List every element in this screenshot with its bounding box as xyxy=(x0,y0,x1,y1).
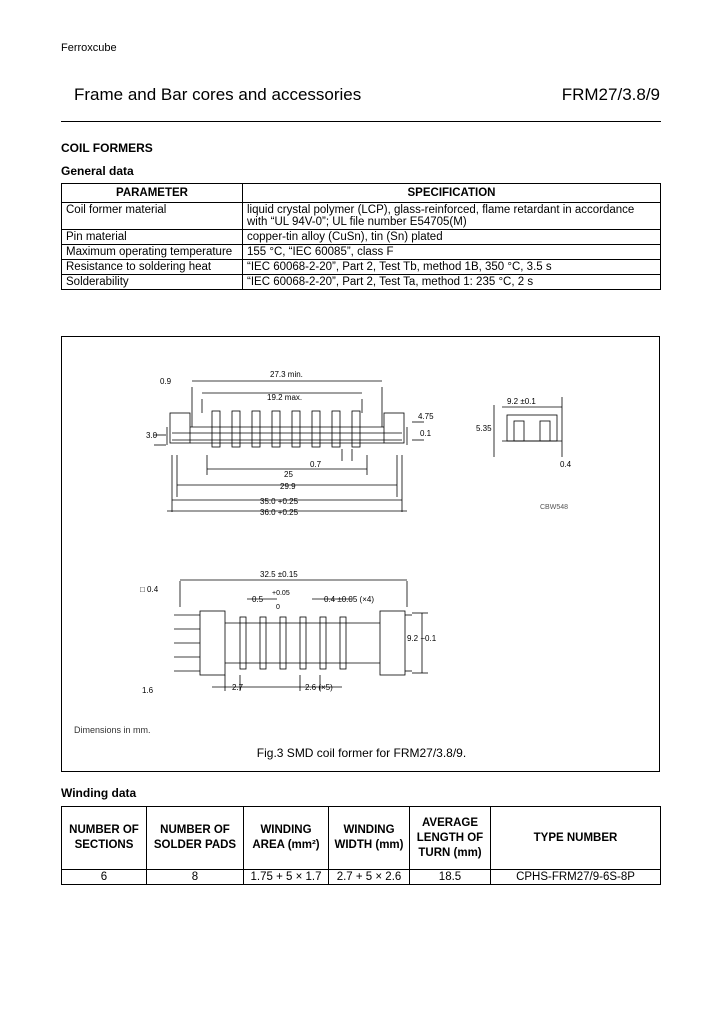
section-title: COIL FORMERS xyxy=(61,141,153,155)
dim-label: 0.7 xyxy=(310,460,322,469)
general-data-title: General data xyxy=(61,164,134,178)
dim-label: 2.7 xyxy=(232,683,244,692)
top-view-drawing xyxy=(154,380,424,512)
column-header: WINDING WIDTH (mm) xyxy=(328,806,410,870)
dim-label: 25 xyxy=(284,470,293,479)
dim-label: 1.6 xyxy=(142,686,154,695)
param-cell: Maximum operating temperature xyxy=(61,244,243,260)
spec-cell: 155 °C, “IEC 60085”, class F xyxy=(242,244,661,260)
table-row: Solderability “IEC 60068-2-20”, Part 2, … xyxy=(61,274,661,290)
table-row: Resistance to soldering heat “IEC 60068-… xyxy=(61,259,661,275)
dim-label: 27.3 min. xyxy=(270,370,303,379)
dim-label: 36.0 +0.25 xyxy=(260,508,299,517)
dim-label: 35.0 +0.25 xyxy=(260,497,299,506)
param-cell: Resistance to soldering heat xyxy=(61,259,243,275)
dim-label: +0.05 xyxy=(272,590,290,597)
table-row: Maximum operating temperature 155 °C, “I… xyxy=(61,244,661,260)
figure-caption: Fig.3 SMD coil former for FRM27/3.8/9. xyxy=(256,746,467,760)
table-header-row: NUMBER OF SECTIONS NUMBER OF SOLDER PADS… xyxy=(61,806,661,870)
column-header: NUMBER OF SOLDER PADS xyxy=(146,806,244,870)
column-header: TYPE NUMBER xyxy=(490,806,661,870)
dim-label: 0.9 xyxy=(160,377,172,386)
column-header: SPECIFICATION xyxy=(242,183,661,203)
spec-cell: “IEC 60068-2-20”, Part 2, Test Ta, metho… xyxy=(242,274,661,290)
param-cell: Coil former material xyxy=(61,202,243,230)
side-view-drawing xyxy=(493,397,563,457)
param-cell: Solderability xyxy=(61,274,243,290)
table-row: Pin material copper-tin alloy (CuSn), ti… xyxy=(61,229,661,245)
dimensions-note: Dimensions in mm. xyxy=(74,725,151,735)
dim-label: 5.35 xyxy=(476,424,492,433)
dim-label: 29.9 xyxy=(280,482,296,491)
column-header: WINDING AREA (mm²) xyxy=(243,806,329,870)
coil-former-drawing: 0.9 27.3 min. 19.2 max. 3.0 4.75 0.1 0.7… xyxy=(140,370,572,695)
dim-label: 0.4 xyxy=(560,460,572,469)
dim-label: 0 xyxy=(276,604,280,611)
document-code: FRM27/3.8/9 xyxy=(561,85,660,104)
header-rule xyxy=(61,121,661,122)
column-header: NUMBER OF SECTIONS xyxy=(61,806,147,870)
document-title: Frame and Bar cores and accessories xyxy=(74,85,362,104)
column-header: AVERAGE LENGTH OF TURN (mm) xyxy=(409,806,491,870)
dim-label: 2.6 (×5) xyxy=(305,683,333,692)
dim-label: 0.5 xyxy=(252,595,264,604)
table-row: Coil former material liquid crystal poly… xyxy=(61,202,661,230)
dim-label: 3.0 xyxy=(146,431,158,440)
dim-label: □ 0.4 xyxy=(140,585,159,594)
spec-cell: copper-tin alloy (CuSn), tin (Sn) plated xyxy=(242,229,661,245)
spec-cell: “IEC 60068-2-20”, Part 2, Test Tb, metho… xyxy=(242,259,661,275)
table-header-row: PARAMETER SPECIFICATION xyxy=(61,183,661,203)
figure-box: 0.9 27.3 min. 19.2 max. 3.0 4.75 0.1 0.7… xyxy=(61,336,660,772)
spec-cell: liquid crystal polymer (LCP), glass-rein… xyxy=(242,202,661,230)
table-row: 6 8 1.75 + 5 × 1.7 2.7 + 5 × 2.6 18.5 CP… xyxy=(61,869,661,885)
dim-label: 0.4 ±0.05 (×4) xyxy=(324,595,374,604)
param-cell: Pin material xyxy=(61,229,243,245)
table-cell: 2.7 + 5 × 2.6 xyxy=(328,869,410,885)
winding-data-table: NUMBER OF SECTIONS NUMBER OF SOLDER PADS… xyxy=(61,806,661,885)
table-cell: CPHS-FRM27/9-6S-8P xyxy=(490,869,661,885)
drawing-code: CBW548 xyxy=(540,504,568,511)
bottom-view-drawing xyxy=(174,579,428,691)
dim-label: 32.5 ±0.15 xyxy=(260,570,298,579)
table-cell: 6 xyxy=(61,869,147,885)
dim-label: 0.1 xyxy=(420,429,432,438)
dim-label: 9.2 ±0.1 xyxy=(507,397,536,406)
general-data-table: PARAMETER SPECIFICATION Coil former mate… xyxy=(61,183,661,290)
column-header: PARAMETER xyxy=(61,183,243,203)
company-name: Ferroxcube xyxy=(61,42,117,54)
dim-label: 19.2 max. xyxy=(267,393,302,402)
table-cell: 8 xyxy=(146,869,244,885)
table-cell: 1.75 + 5 × 1.7 xyxy=(243,869,329,885)
dim-label: 9.2 −0.1 xyxy=(407,634,437,643)
winding-data-title: Winding data xyxy=(61,786,137,800)
dim-label: 4.75 xyxy=(418,412,434,421)
table-cell: 18.5 xyxy=(409,869,491,885)
